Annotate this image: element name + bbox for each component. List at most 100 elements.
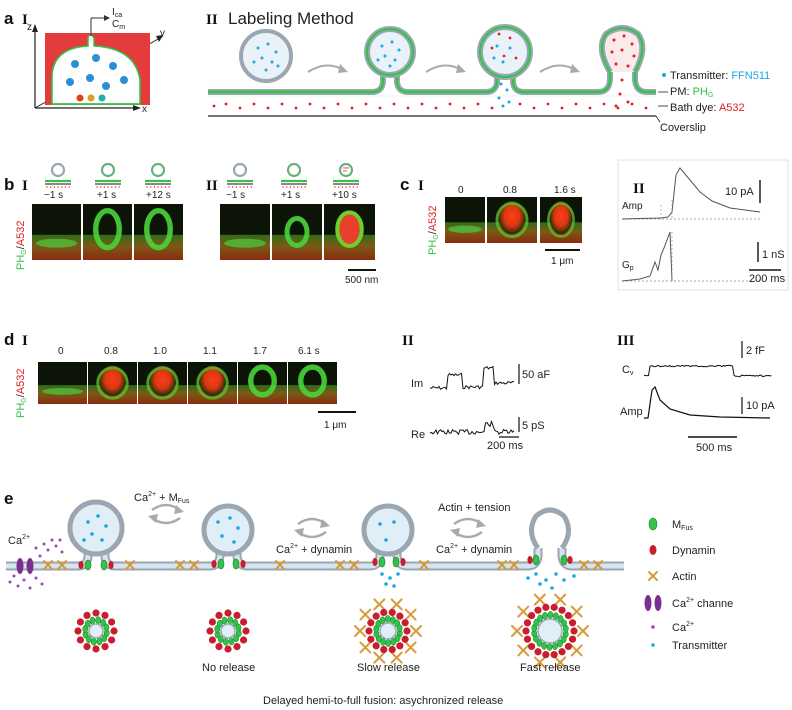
d-img-3 xyxy=(138,362,187,404)
svg-text:Ca2+ + dynamin: Ca2+ + dynamin xyxy=(436,543,512,556)
b-time-I-3: +12 s xyxy=(146,190,171,201)
e-ca-sup: 2+ xyxy=(22,534,30,541)
svg-text:Ca2+: Ca2+ xyxy=(672,621,694,634)
cm-label: C xyxy=(112,19,119,30)
legend-pm-label: PM: xyxy=(670,86,693,98)
c-ylabel-slash: / xyxy=(427,230,439,234)
d-cv-sub: v xyxy=(630,370,634,377)
d-time-2: 0.8 xyxy=(104,346,118,357)
d-II-traces: Im 50 aF Re 5 pS 200 ms xyxy=(411,364,550,452)
labeling-diagram xyxy=(208,24,656,117)
axis-x-label: x xyxy=(142,104,147,115)
panel-d-letter: d xyxy=(4,330,14,349)
e-legend-dynamin: Dynamin xyxy=(672,545,715,557)
panel-c-sub-II: II xyxy=(633,181,645,197)
panel-c-letter: c xyxy=(400,175,409,194)
b-img-I-2 xyxy=(83,204,132,260)
b-icon-2 xyxy=(95,162,121,188)
b-ylabel-red: A532 xyxy=(15,221,27,247)
svg-text:Ca2+ + dynamin: Ca2+ + dynamin xyxy=(276,543,352,556)
cm-sub: m xyxy=(119,24,125,31)
panel-e-letter: e xyxy=(4,489,13,508)
panel-b-images xyxy=(32,204,375,260)
b-icon-6 xyxy=(333,162,359,188)
e-legend-ca: Ca xyxy=(672,622,687,634)
e-ca-label: Ca xyxy=(8,535,23,547)
e-step1-sub: Fus xyxy=(178,498,190,505)
legend-pm-value: PH xyxy=(693,86,708,98)
svg-text:PHG/A532: PHG/A532 xyxy=(15,369,28,419)
svg-text:PM: PHG: PM: PHG xyxy=(670,86,713,99)
c-ylabel-green: PH xyxy=(427,240,439,255)
e-legend-transmitter: Transmitter xyxy=(672,640,728,652)
axis-y-label: y xyxy=(160,28,165,39)
c-traces: Amp 10 pA Gp 1 nS 200 ms xyxy=(621,167,786,285)
e-slow-release: Slow release xyxy=(357,662,420,674)
d-ylabel-sub: G xyxy=(21,397,28,402)
svg-text:PHG/A532: PHG/A532 xyxy=(15,221,28,271)
panel-d-sub-III: III xyxy=(617,333,635,349)
legend-bath-label: Bath dye: xyxy=(670,102,719,114)
e-step1-a: Ca xyxy=(134,492,149,504)
b-icon-1 xyxy=(45,162,71,188)
e-rosette-2 xyxy=(206,609,250,653)
b-time-II-2: +1 s xyxy=(281,190,300,201)
b-ylabel-slash: / xyxy=(15,245,27,249)
d-time-4: 1.1 xyxy=(203,346,217,357)
e-rosettes xyxy=(74,593,589,669)
d-ylabel-red: A532 xyxy=(15,369,27,395)
panel-d-sub-I: I xyxy=(22,333,28,349)
b-icon-4 xyxy=(227,162,253,188)
e-legend-channel-b: channe xyxy=(694,598,733,610)
panel-a-letter: a xyxy=(4,9,14,28)
b-scalebar-label: 500 nm xyxy=(345,275,378,286)
svg-text:MFus: MFus xyxy=(672,519,693,532)
d-scalebar-label: 1 μm xyxy=(324,420,346,431)
e-step2-sup: 2+ xyxy=(290,543,298,550)
panel-b-sub-I: I xyxy=(22,178,28,194)
e-no-release: No release xyxy=(202,662,255,674)
b-time-II-3: +10 s xyxy=(332,190,357,201)
e-step1-b: + M xyxy=(156,492,178,504)
e-step2-a: Ca xyxy=(276,544,291,556)
cell-schematic: z y x Ica Cm xyxy=(27,7,165,115)
ica-label: I xyxy=(112,7,115,18)
d-img-5 xyxy=(238,362,287,404)
d-time-5: 1.7 xyxy=(253,346,267,357)
svg-text:Bath dye: A532: Bath dye: A532 xyxy=(670,102,745,114)
b-icon-3 xyxy=(145,162,171,188)
b-img-I-1 xyxy=(32,204,81,260)
b-time-I-1: −1 s xyxy=(44,190,63,201)
e-step3-sup: 2+ xyxy=(450,543,458,550)
d-cv-label: C xyxy=(622,364,630,376)
e-legend-channel: Ca xyxy=(672,598,687,610)
c-img-3 xyxy=(540,197,582,243)
d-time-3: 1.0 xyxy=(153,346,167,357)
panel-b-icons xyxy=(45,162,359,188)
b-img-I-3 xyxy=(134,204,183,260)
d-amp-label: Amp xyxy=(620,406,643,418)
legend-pm-sub: G xyxy=(708,92,713,99)
d-time-1: 0 xyxy=(58,346,64,357)
d-img-6 xyxy=(288,362,337,404)
c-amp-scale: 10 pA xyxy=(725,186,754,198)
d-img-2 xyxy=(88,362,137,404)
c-amp-label: Amp xyxy=(622,201,643,212)
b-ylabel-sub: G xyxy=(21,249,28,254)
e-legend-mfus: M xyxy=(672,519,681,531)
svg-text:Cv: Cv xyxy=(622,364,634,377)
d-ylabel-green: PH xyxy=(15,403,27,418)
e-step2-b: + dynamin xyxy=(298,544,352,556)
b-time-II-1: −1 s xyxy=(226,190,245,201)
d-re-label: Re xyxy=(411,429,425,441)
e-legend-ca-sup: 2+ xyxy=(686,621,694,628)
c-img-1 xyxy=(445,197,485,243)
e-step3-b: + dynamin xyxy=(458,544,512,556)
e-legend-channel-sup: 2+ xyxy=(686,597,694,604)
d-time-scale-III: 500 ms xyxy=(696,442,733,454)
c-img-2 xyxy=(487,197,537,243)
e-fast-release: Fast release xyxy=(520,662,581,674)
axis-z-label: z xyxy=(27,22,32,33)
d-im-scale: 50 aF xyxy=(522,369,550,381)
b-icon-5 xyxy=(281,162,307,188)
